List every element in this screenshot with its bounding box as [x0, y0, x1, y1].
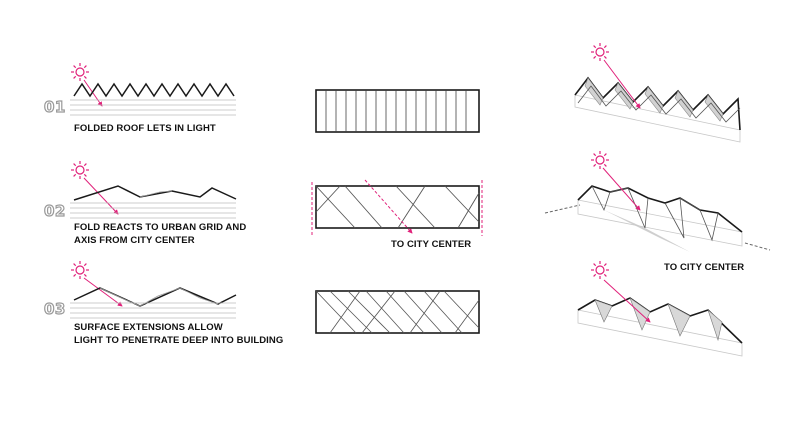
row-number: 01 — [43, 97, 66, 116]
caption-line: FOLD REACTS TO URBAN GRID AND — [74, 222, 247, 233]
row-2-section — [70, 160, 237, 219]
axon-1 — [574, 42, 741, 143]
row-1-section — [70, 62, 236, 116]
sun-icon — [70, 62, 90, 82]
caption-line: FOLDED ROOF LETS IN LIGHT — [74, 123, 216, 134]
sun-icon — [70, 260, 90, 280]
caption-line: SURFACE EXTENSIONS ALLOW — [74, 322, 223, 333]
caption-line: AXIS FROM CITY CENTER — [74, 235, 195, 246]
plan-direction-label: TO CITY CENTER — [391, 239, 472, 250]
axon-2 — [544, 150, 771, 252]
plan-2 — [311, 179, 483, 237]
plan-3 — [315, 290, 480, 334]
axon-direction-label: TO CITY CENTER — [664, 262, 745, 273]
sun-icon — [70, 160, 90, 180]
row-number: 02 — [43, 201, 66, 220]
row-3-section — [70, 260, 237, 319]
axon-3 — [577, 260, 743, 357]
caption-line: LIGHT TO PENETRATE DEEP INTO BUILDING — [74, 335, 284, 346]
sun-icon — [590, 42, 610, 62]
sun-icon — [590, 150, 610, 170]
row-number: 03 — [43, 299, 66, 318]
plan-1 — [315, 89, 480, 133]
sun-icon — [590, 260, 610, 280]
